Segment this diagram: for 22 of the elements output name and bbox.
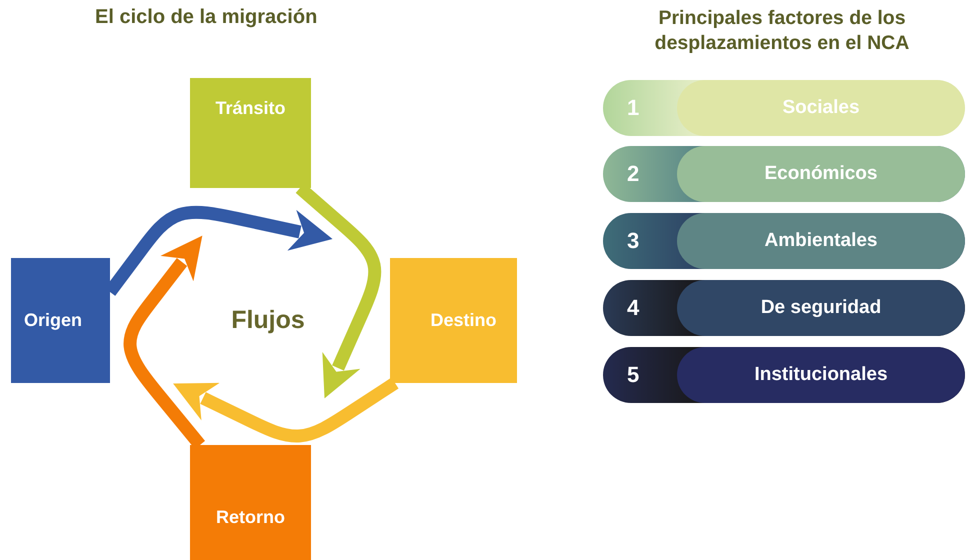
diagram-title: El ciclo de la migración xyxy=(95,6,318,29)
stage-label: Destino xyxy=(430,310,496,331)
stage-band xyxy=(190,445,311,560)
stage-band xyxy=(190,78,311,188)
factor-name: Económicos xyxy=(677,146,965,202)
panel-heading: Principales factores de los desplazamientos en el NCA xyxy=(654,6,910,56)
factor-name: Sociales xyxy=(677,80,965,136)
stage-band xyxy=(11,258,110,383)
cycle-arrow xyxy=(173,378,399,443)
factor-number: 4 xyxy=(627,294,640,322)
factor-name: De seguridad xyxy=(677,280,965,336)
factor-number: 2 xyxy=(627,160,640,188)
factor-name: Institucionales xyxy=(677,347,965,403)
factor-name: Ambientales xyxy=(677,213,965,269)
stage-label: Retorno xyxy=(216,507,285,528)
factor-number: 5 xyxy=(627,361,640,389)
factor-number: 1 xyxy=(627,94,640,122)
stage-label: Tránsito xyxy=(215,98,286,118)
center-label: Flujos xyxy=(230,306,306,335)
stage-band xyxy=(390,258,517,383)
factor-number: 3 xyxy=(627,227,640,255)
stage-label: Origen xyxy=(24,310,82,331)
